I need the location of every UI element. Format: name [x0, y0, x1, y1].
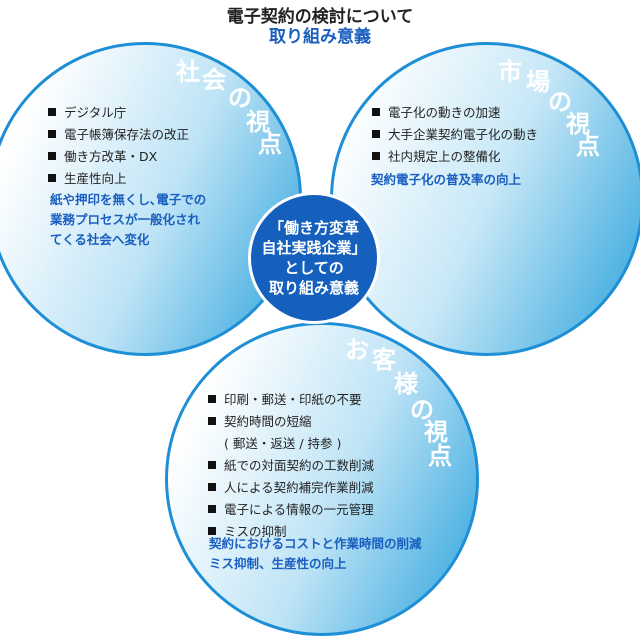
- bullet-square-icon: [208, 417, 216, 425]
- title-char: の: [228, 84, 252, 112]
- conclusion-line: ミス抑制、生産性の向上: [209, 556, 347, 571]
- item-text: 働き方改革・DX: [64, 149, 158, 164]
- diagram-title: 電子契約の検討について: [226, 7, 414, 27]
- bullet-square-icon: [208, 461, 216, 469]
- title-char: 市: [498, 58, 522, 86]
- title-char: 社: [176, 58, 200, 86]
- bullet-square-icon: [208, 395, 216, 403]
- conclusion-line: てくる社会へ変化: [50, 232, 150, 247]
- bullet-square-icon: [48, 174, 56, 182]
- item-text: 電子による情報の一元管理: [224, 502, 374, 517]
- title-char: 様: [394, 370, 418, 398]
- item-text: 人による契約補完作業削減: [224, 480, 374, 495]
- list-item: 大手企業契約電子化の動き: [372, 124, 538, 146]
- customer-circle: [165, 322, 479, 636]
- item-text: デジタル庁: [64, 105, 127, 120]
- title-char: 客: [372, 346, 396, 374]
- item-text: ミスの抑制: [224, 524, 287, 539]
- list-item: 社内規定上の整備化: [372, 146, 538, 168]
- customer-conclusion: 契約におけるコストと作業時間の削減 ミス抑制、生産性の向上: [209, 534, 422, 574]
- diagram-subtitle: 取り組み意義: [269, 27, 371, 47]
- list-item: 紙での対面契約の工数削減: [208, 455, 374, 477]
- item-text: 印刷・郵送・印紙の不要: [224, 392, 362, 407]
- list-item: 働き方改革・DX: [48, 146, 189, 168]
- list-item: 契約時間の短縮: [208, 411, 374, 433]
- list-item: 電子による情報の一元管理: [208, 499, 374, 521]
- list-item: 印刷・郵送・印紙の不要: [208, 389, 374, 411]
- market-circle: [330, 42, 640, 356]
- center-circle: 「働き方変革 自社実践企業」 としての 取り組み意義: [248, 192, 380, 324]
- item-text: 大手企業契約電子化の動き: [388, 127, 539, 142]
- title-char: 視: [246, 108, 270, 136]
- list-item: 生産性向上: [48, 168, 189, 190]
- item-text: 紙での対面契約の工数削減: [224, 458, 375, 473]
- bullet-square-icon: [48, 130, 56, 138]
- list-item: ミスの抑制: [208, 521, 374, 543]
- society-list: デジタル庁 電子帳簿保存法の改正 働き方改革・DX 生産性向上: [48, 102, 189, 190]
- conclusion-line: 契約におけるコストと作業時間の削減: [209, 536, 422, 551]
- title-char: の: [410, 396, 434, 424]
- bullet-square-icon: [48, 152, 56, 160]
- bullet-square-icon: [372, 130, 380, 138]
- title-char: お: [345, 336, 369, 364]
- item-text: 電子化の動きの加速: [388, 105, 501, 120]
- title-char: 視: [424, 418, 448, 446]
- conclusion-line: 紙や押印を無くし､電子での: [50, 192, 207, 207]
- customer-list: 印刷・郵送・印紙の不要 契約時間の短縮 ( 郵送・返送 / 持参 ) 紙での対面…: [208, 389, 374, 543]
- title-char: 点: [576, 132, 600, 160]
- title-char: の: [548, 88, 572, 116]
- center-line: 自社実践企業」: [261, 239, 367, 257]
- bullet-square-icon: [208, 527, 216, 535]
- bullet-square-icon: [208, 505, 216, 513]
- center-line: 「働き方変革: [268, 219, 359, 237]
- list-item: 電子帳簿保存法の改正: [48, 124, 189, 146]
- list-item: デジタル庁: [48, 102, 189, 124]
- list-item: 人による契約補完作業削減: [208, 477, 374, 499]
- item-text: 契約時間の短縮: [224, 414, 312, 429]
- conclusion-line: 業務プロセスが一般化され: [50, 212, 201, 227]
- item-text: 社内規定上の整備化: [388, 149, 501, 164]
- title-char: 点: [258, 130, 282, 158]
- title-char: 点: [428, 442, 452, 470]
- market-list: 電子化の動きの加速 大手企業契約電子化の動き 社内規定上の整備化: [372, 102, 538, 168]
- title-char: 場: [526, 68, 550, 96]
- center-line: 取り組み意義: [268, 279, 359, 297]
- bullet-square-icon: [48, 108, 56, 116]
- item-text: 電子帳簿保存法の改正: [64, 127, 190, 142]
- bullet-square-icon: [372, 152, 380, 160]
- item-text: 生産性向上: [64, 171, 127, 186]
- list-item-note: ( 郵送・返送 / 持参 ): [224, 436, 342, 451]
- conclusion-line: 契約電子化の普及率の向上: [371, 172, 522, 187]
- title-char: 会: [202, 66, 226, 94]
- bullet-square-icon: [372, 108, 380, 116]
- society-conclusion: 紙や押印を無くし､電子での 業務プロセスが一般化され てくる社会へ変化: [50, 190, 206, 250]
- title-char: 視: [566, 110, 590, 138]
- center-line: としての: [284, 259, 344, 277]
- list-item: 電子化の動きの加速: [372, 102, 538, 124]
- market-conclusion: 契約電子化の普及率の向上: [371, 170, 521, 190]
- bullet-square-icon: [208, 483, 216, 491]
